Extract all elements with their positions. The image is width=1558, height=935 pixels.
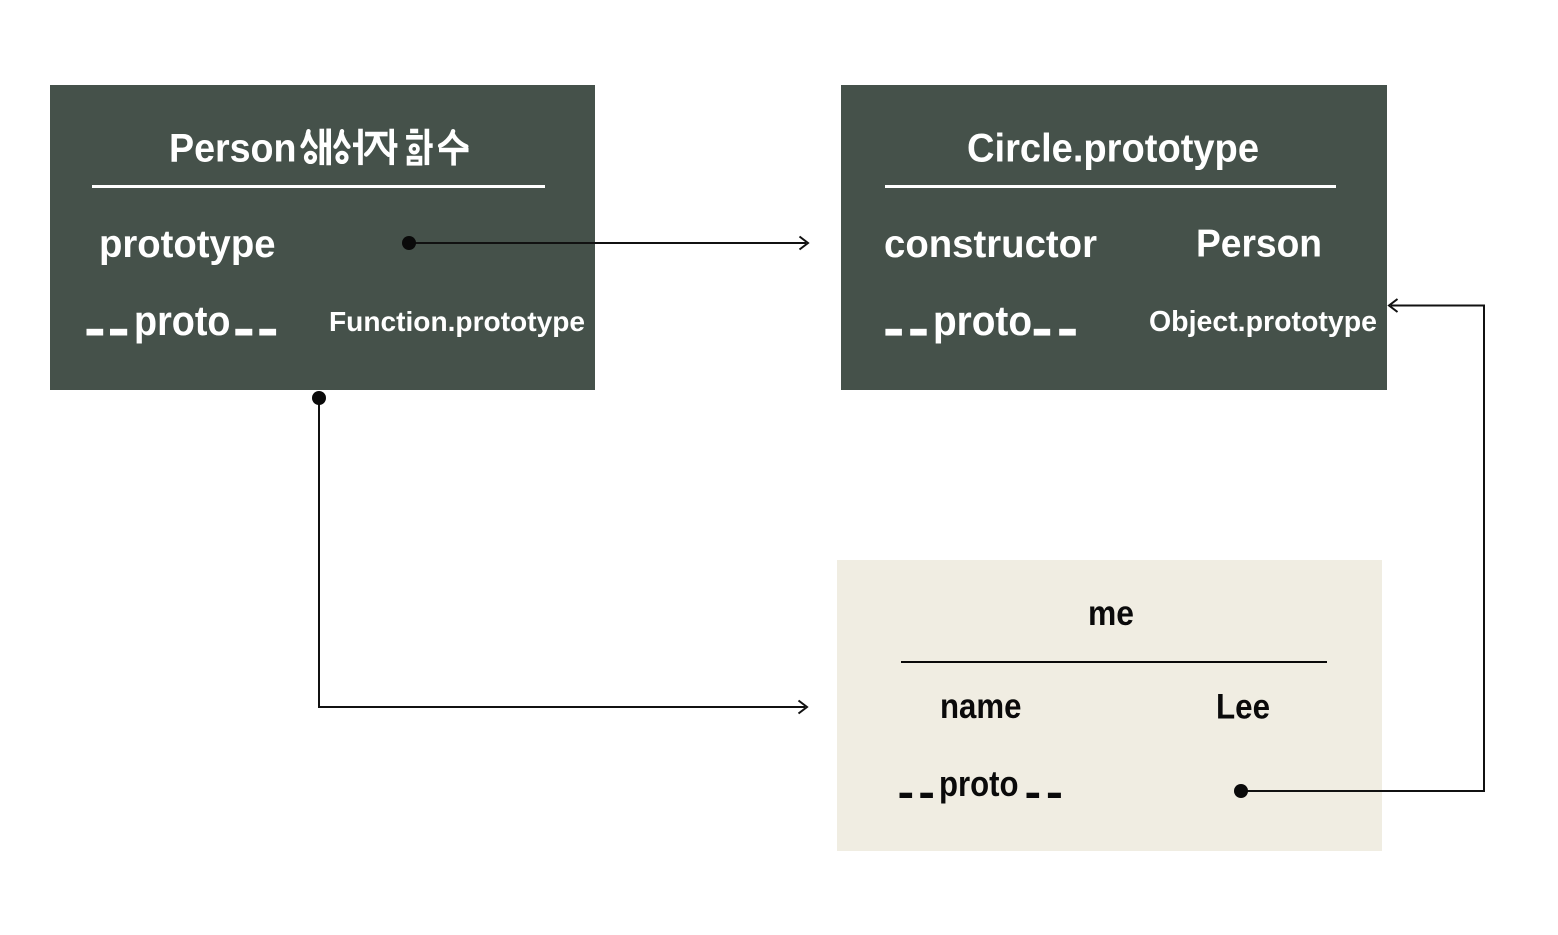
svg-text:Person: Person	[169, 127, 297, 171]
svg-text:Circle.prototype: Circle.prototype	[967, 127, 1259, 171]
svg-text:Object.prototype: Object.prototype	[1149, 306, 1377, 338]
svg-text:proto: proto	[939, 763, 1019, 804]
svg-text:Person: Person	[1196, 223, 1322, 266]
svg-text:Lee: Lee	[1216, 688, 1270, 727]
svg-text:constructor: constructor	[884, 223, 1097, 266]
svg-text:Function.prototype: Function.prototype	[329, 306, 585, 337]
svg-text:proto: proto	[933, 297, 1032, 344]
svg-text:me: me	[1088, 594, 1134, 633]
svg-text:name: name	[940, 687, 1022, 726]
svg-text:proto: proto	[134, 297, 231, 344]
svg-text:prototype: prototype	[99, 223, 276, 266]
